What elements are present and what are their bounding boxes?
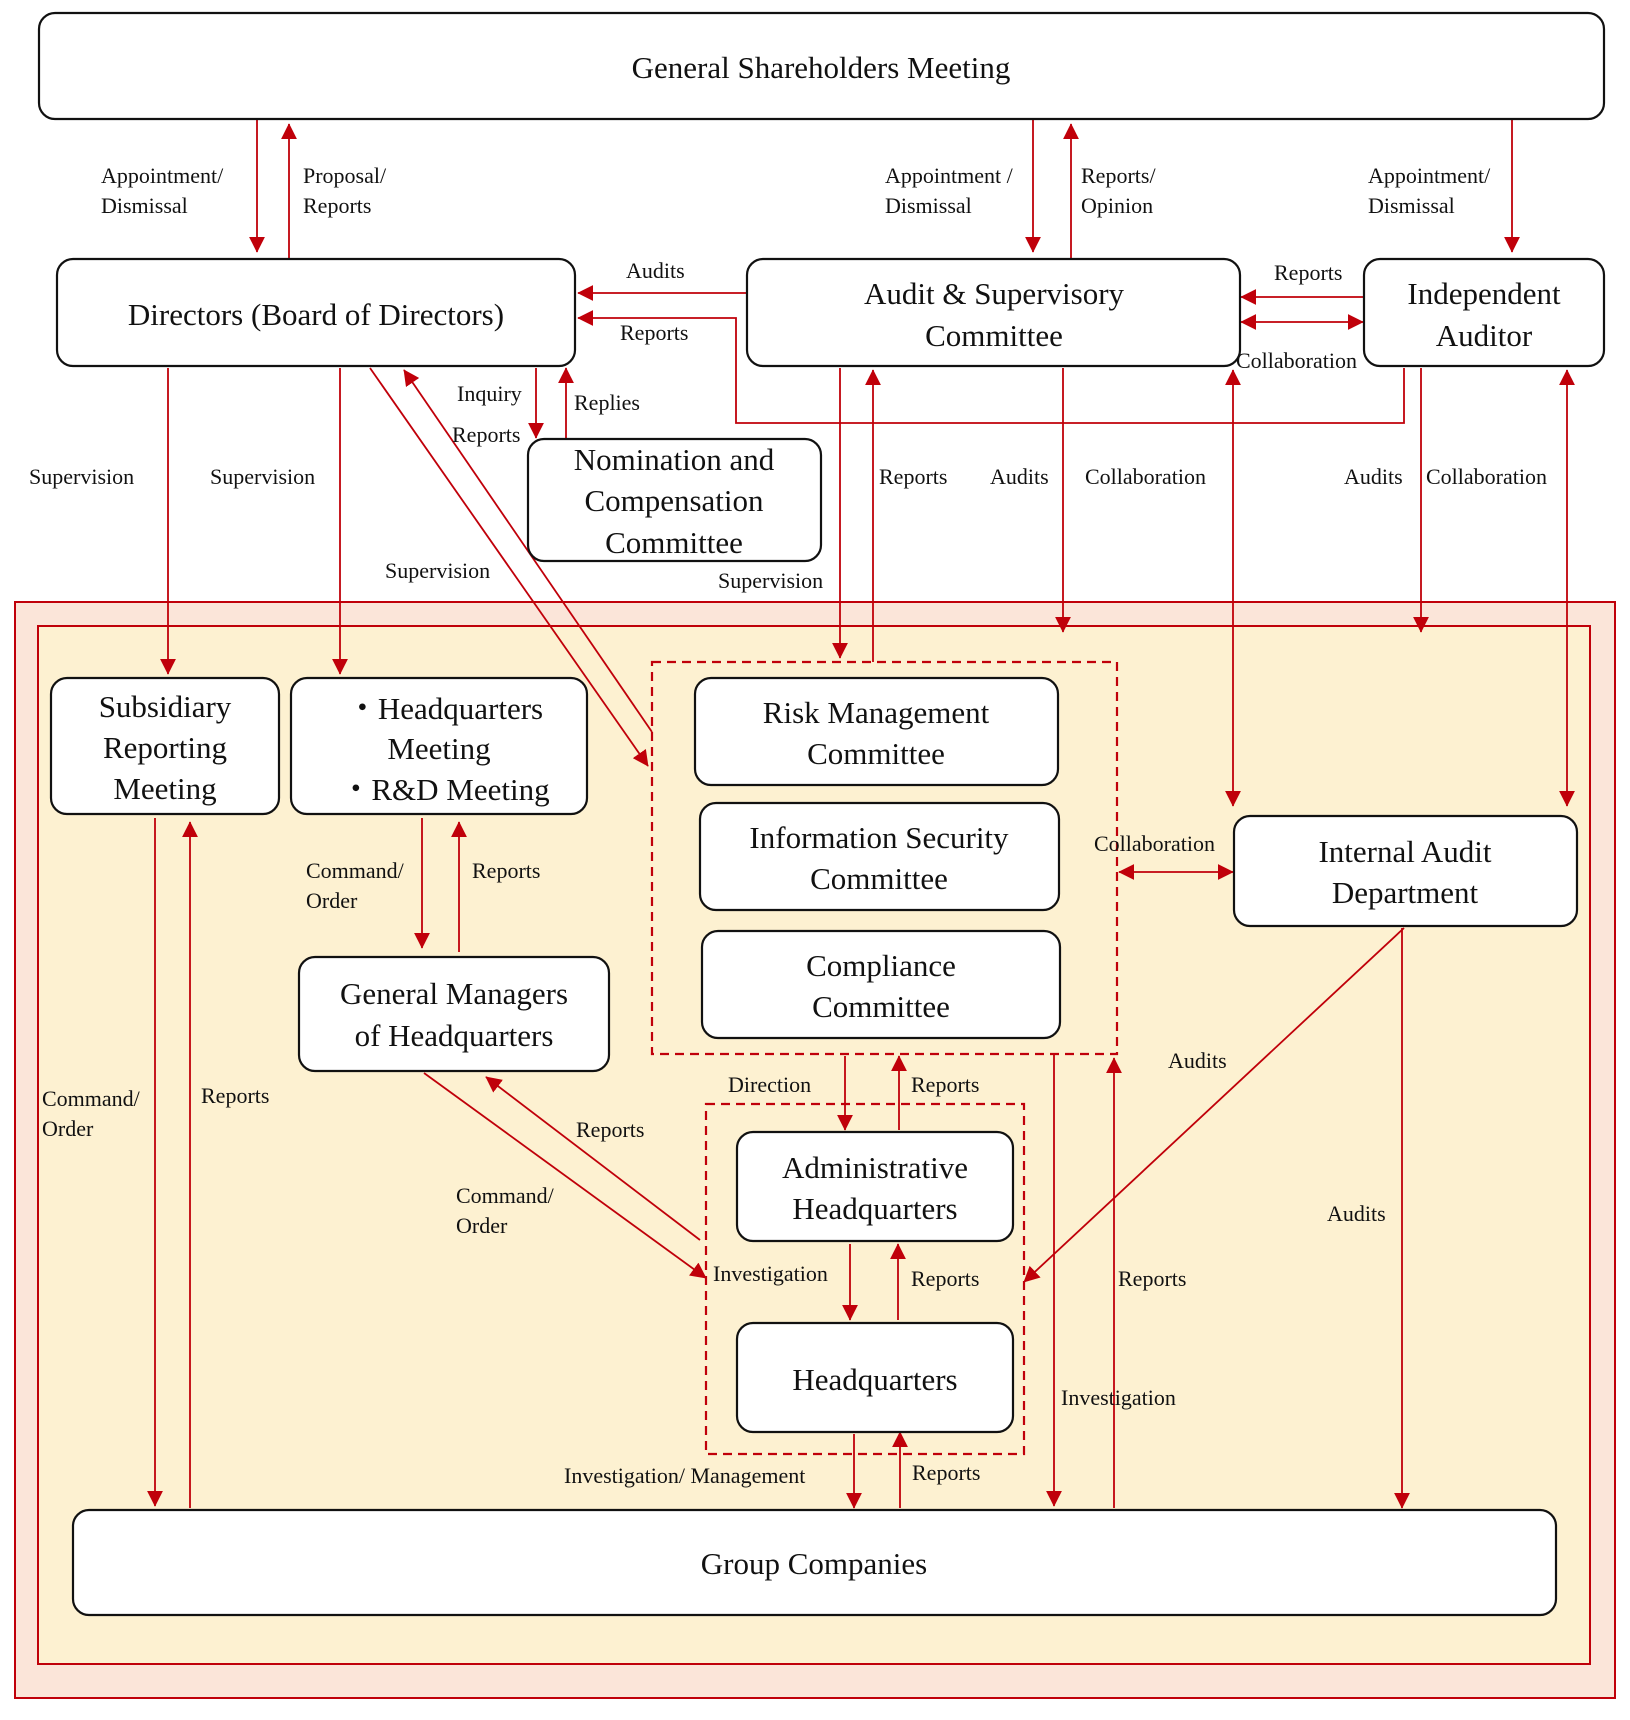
label-direction: Direction [728,1072,811,1097]
subsidiary-line-3: Meeting [113,771,216,806]
independent-auditor-box: Independent Auditor [1362,257,1606,368]
nomination-committee-box: Nomination and Compensation Committee [526,437,823,563]
subsidiary-line-1: Subsidiary [99,689,232,724]
committees-group [650,660,1119,1056]
hq-meeting-line-2: Meeting [387,731,490,766]
infosec-line-1: Information Security [749,820,1009,855]
label-sub-reports: Reports [201,1083,269,1108]
label-reports-ind-aud: Reports [1274,260,1342,285]
gm-headquarters-box: General Managers of Headquarters [297,955,611,1073]
admin-hq-line-1: Administrative [782,1150,968,1185]
internal-audit-line-1: Internal Audit [1318,834,1491,869]
risk-committee-box: Risk Management Committee [693,676,1060,787]
nomination-line-3: Committee [605,525,743,560]
compliance-line-2: Committee [812,989,950,1024]
audit-committee-line-2: Committee [925,318,1063,353]
headquarters-line: Headquarters [792,1362,957,1397]
label-sh-dir-appoint-2: Dismissal [101,193,188,218]
label-investigation-1: Investigation [713,1261,828,1286]
label-aud-audits: Audits [990,464,1049,489]
label-gm-command-1: Command/ [456,1183,555,1208]
label-supervision-2: Supervision [210,464,315,489]
label-supervision-3: Supervision [385,558,490,583]
label-hq-command-2: Order [306,888,358,913]
headquarters-group [704,1102,1026,1456]
label-collab-internal-audit: Collaboration [1094,831,1215,856]
label-ia-audits-2: Audits [1327,1201,1386,1226]
label-sh-dir-proposal-1: Proposal/ [303,163,387,188]
admin-hq-box: Administrative Headquarters [735,1130,1015,1243]
label-ind-audits: Audits [1344,464,1403,489]
nomination-line-2: Compensation [584,483,764,518]
audit-committee-line-1: Audit & Supervisory [864,276,1125,311]
infosec-line-2: Committee [810,861,948,896]
label-sh-dir-appoint-1: Appointment/ [101,163,224,188]
label-direction-reports: Reports [911,1072,979,1097]
label-aud-reports: Reports [879,464,947,489]
label-gm-command-2: Order [456,1213,508,1238]
label-hq-command-1: Command/ [306,858,405,883]
risk-line-2: Committee [807,736,945,771]
label-reports-to-directors: Reports [620,320,688,345]
label-hq-reports: Reports [472,858,540,883]
label-supervision-1: Supervision [29,464,134,489]
subsidiary-meeting-box: Subsidiary Reporting Meeting [49,676,281,816]
label-sh-ind-appoint-1: Appointment/ [1368,163,1491,188]
label-reports-right: Reports [1118,1266,1186,1291]
label-sh-aud-appoint-2: Dismissal [885,193,972,218]
compliance-line-1: Compliance [806,948,956,983]
hq-meeting-line-3: ・R&D Meeting [340,772,549,807]
label-investigation-2: Investigation [1061,1385,1176,1410]
arrow-labels: Appointment/ Dismissal Proposal/ Reports… [29,163,1547,1488]
label-sh-dir-proposal-2: Reports [303,193,371,218]
group-companies-box: Group Companies [71,1508,1558,1617]
label-collab-ind-aud: Collaboration [1236,348,1357,373]
label-aud-collab: Collaboration [1085,464,1206,489]
internal-audit-box: Internal Audit Department [1232,814,1579,928]
gm-line-1: General Managers [340,976,568,1011]
arrows [147,120,1575,1509]
independent-auditor-line-1: Independent [1407,276,1561,311]
label-replies: Replies [574,390,640,415]
admin-hq-line-2: Headquarters [792,1191,957,1226]
label-inquiry: Inquiry [457,381,522,406]
hq-meeting-line-1: ・Headquarters [347,691,543,726]
label-supervision-4: Supervision [718,568,823,593]
shareholders-meeting-box: General Shareholders Meeting [37,11,1606,121]
infosec-committee-box: Information Security Committee [698,801,1061,912]
directors-line: Directors (Board of Directors) [128,297,504,332]
label-ia-audits: Audits [1168,1048,1227,1073]
audit-committee-box: Audit & Supervisory Committee [745,257,1242,368]
gm-line-2: of Headquarters [355,1018,554,1053]
label-ind-collab: Collaboration [1426,464,1547,489]
label-sh-aud-reports-1: Reports/ [1081,163,1156,188]
label-sub-command-1: Command/ [42,1086,141,1111]
group-companies-line: Group Companies [701,1546,927,1581]
label-gm-reports: Reports [576,1117,644,1142]
label-sh-ind-appoint-2: Dismissal [1368,193,1455,218]
label-sh-aud-appoint-1: Appointment / [885,163,1014,188]
label-hq-group-reports: Reports [912,1460,980,1485]
subsidiary-line-2: Reporting [103,730,227,765]
label-audits-to-directors: Audits [626,258,685,283]
label-sh-aud-reports-2: Opinion [1081,193,1153,218]
headquarters-box: Headquarters [735,1321,1015,1434]
label-admin-reports: Reports [911,1266,979,1291]
shareholders-line: General Shareholders Meeting [632,50,1011,85]
compliance-committee-box: Compliance Committee [700,929,1062,1040]
label-invest-mgmt: Investigation/ Management [564,1463,805,1488]
hq-meeting-box: ・Headquarters Meeting ・R&D Meeting [289,676,589,816]
nomination-line-1: Nomination and [574,442,775,477]
label-sub-command-2: Order [42,1116,94,1141]
independent-auditor-line-2: Auditor [1436,318,1533,353]
directors-box: Directors (Board of Directors) [55,257,577,368]
label-inquiry-reports: Reports [452,422,520,447]
internal-audit-line-2: Department [1332,875,1479,910]
risk-line-1: Risk Management [763,695,990,730]
